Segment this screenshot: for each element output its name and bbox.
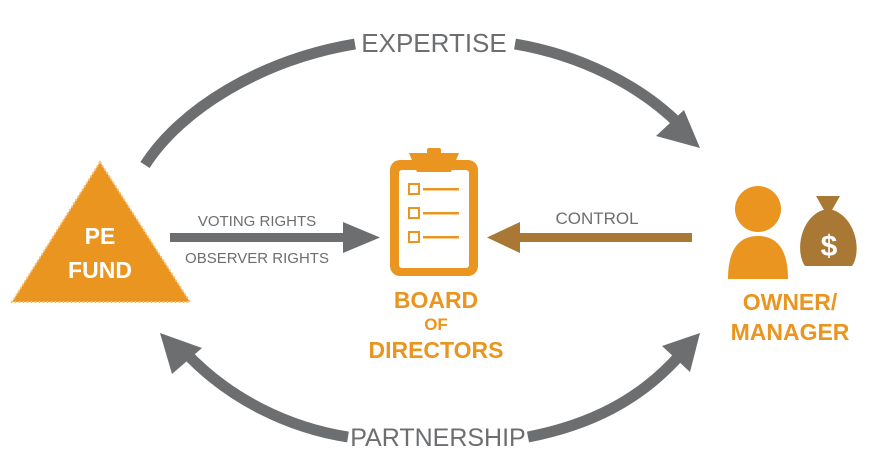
voting-rights-label: VOTING RIGHTS — [198, 213, 316, 230]
pe-fund-triangle — [12, 162, 190, 302]
person-icon — [728, 186, 788, 279]
expertise-label: EXPERTISE — [361, 28, 506, 58]
expertise-arrowhead — [656, 110, 700, 148]
partnership-arrowhead-right — [662, 333, 700, 372]
partnership-label: PARTNERSHIP — [350, 424, 526, 452]
rights-arrow-shaft — [170, 233, 345, 242]
owner-label-line2: MANAGER — [731, 319, 850, 345]
pe-fund-label-line1: PE — [85, 223, 116, 249]
clipboard-checklist-icon — [390, 148, 478, 276]
board-label-line2: OF — [424, 315, 448, 334]
observer-rights-label: OBSERVER RIGHTS — [185, 250, 329, 267]
expertise-arc-right — [514, 38, 684, 129]
board-label-line1: BOARD — [394, 287, 478, 313]
control-arrowhead — [487, 222, 520, 253]
partnership-arc-left — [180, 348, 349, 443]
money-bag-symbol: $ — [821, 230, 838, 263]
rights-arrowhead — [343, 222, 380, 253]
owner-label-line1: OWNER/ — [743, 289, 838, 315]
board-label-line3: DIRECTORS — [368, 337, 503, 363]
partnership-arrowhead-left — [160, 333, 202, 374]
control-arrow-shaft — [518, 233, 692, 242]
money-bag-icon: $ — [800, 196, 857, 266]
control-label: CONTROL — [555, 209, 638, 228]
pe-fund-label-line2: FUND — [68, 257, 132, 283]
partnership-arc-right — [526, 351, 685, 443]
expertise-arc — [140, 38, 356, 168]
